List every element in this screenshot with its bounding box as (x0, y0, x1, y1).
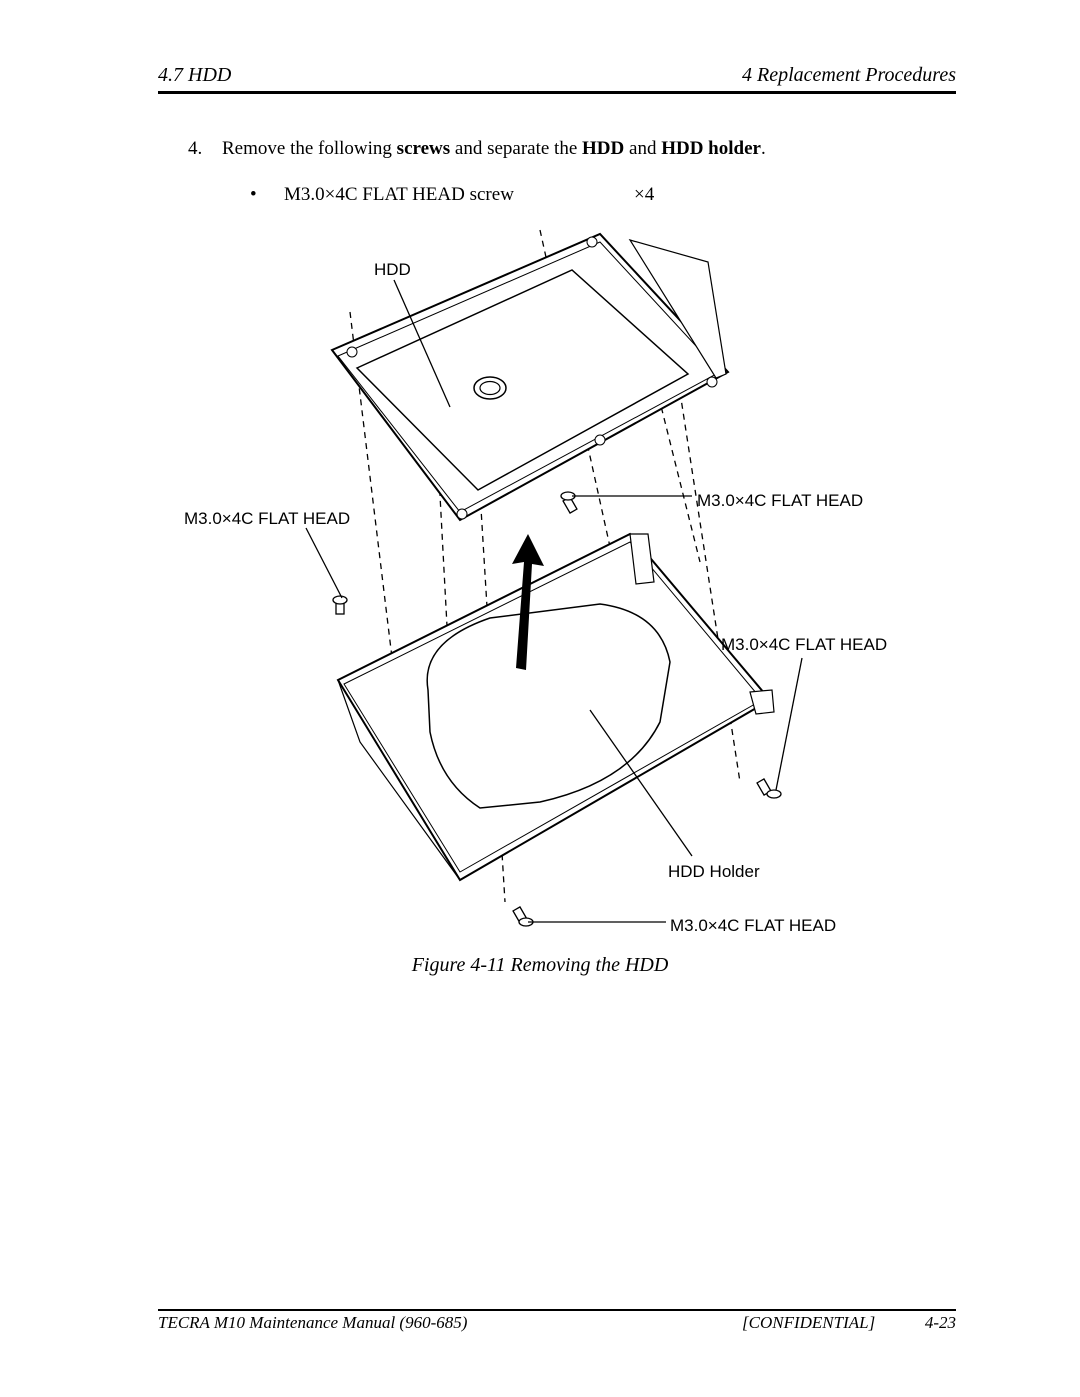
label-screw-top-right: M3.0×4C FLAT HEAD (697, 491, 863, 510)
footer-confidential: [CONFIDENTIAL] (742, 1313, 876, 1332)
header-rule (158, 91, 956, 94)
hdd-removal-diagram: HDD M3.0×4C FLAT HEAD M3.0×4C FLAT HEAD … (184, 229, 887, 935)
label-screw-left: M3.0×4C FLAT HEAD (184, 509, 350, 528)
header-section: 4.7 HDD (158, 64, 232, 86)
callout-lines (305, 279, 803, 923)
screw-type: M3.0×4C FLAT HEAD screw (284, 184, 514, 205)
screw-top-right-icon (560, 491, 578, 514)
page-header: 4.7 HDD 4 Replacement Procedures (158, 64, 956, 90)
screw-count: ×4 (634, 184, 655, 205)
lift-arrow-icon (512, 534, 544, 670)
step-text-and: and (624, 138, 662, 159)
figure-caption: Figure 4-11 Removing the HDD (411, 954, 669, 976)
hdd-removal-figure: HDD M3.0×4C FLAT HEAD M3.0×4C FLAT HEAD … (160, 222, 920, 952)
step-bold-holder: HDD holder (661, 138, 761, 159)
step-instruction: 4. Remove the following screws and separa… (188, 138, 766, 160)
label-screw-right: M3.0×4C FLAT HEAD (721, 635, 887, 654)
step-bold-hdd: HDD (582, 138, 625, 159)
screw-left-icon (332, 595, 348, 615)
label-hdd: HDD (374, 260, 411, 279)
footer-manual: TECRA M10 Maintenance Manual (960-685) (158, 1313, 468, 1332)
screw-right-icon (756, 778, 782, 799)
header-chapter: 4 Replacement Procedures (742, 64, 956, 86)
bullet-symbol: • (250, 184, 257, 205)
hdd-holder-drawing (336, 532, 775, 882)
footer-rule (158, 1309, 956, 1311)
label-screw-bottom: M3.0×4C FLAT HEAD (670, 916, 836, 935)
step-text-before: Remove the following (222, 138, 397, 159)
step-number: 4. (188, 138, 203, 159)
step-text-middle: and separate the (450, 138, 583, 159)
hdd-drive-drawing (330, 232, 730, 522)
screws (332, 491, 782, 927)
step-bold-screws: screws (396, 138, 451, 159)
label-hdd-holder: HDD Holder (668, 862, 760, 881)
footer-page-number: 4-23 (924, 1313, 956, 1332)
screw-bottom-icon (512, 906, 534, 927)
step-text-end: . (760, 138, 766, 159)
page-footer: TECRA M10 Maintenance Manual (960-685) [… (158, 1313, 956, 1337)
screw-list-item: • M3.0×4C FLAT HEAD screw ×4 (250, 184, 654, 206)
